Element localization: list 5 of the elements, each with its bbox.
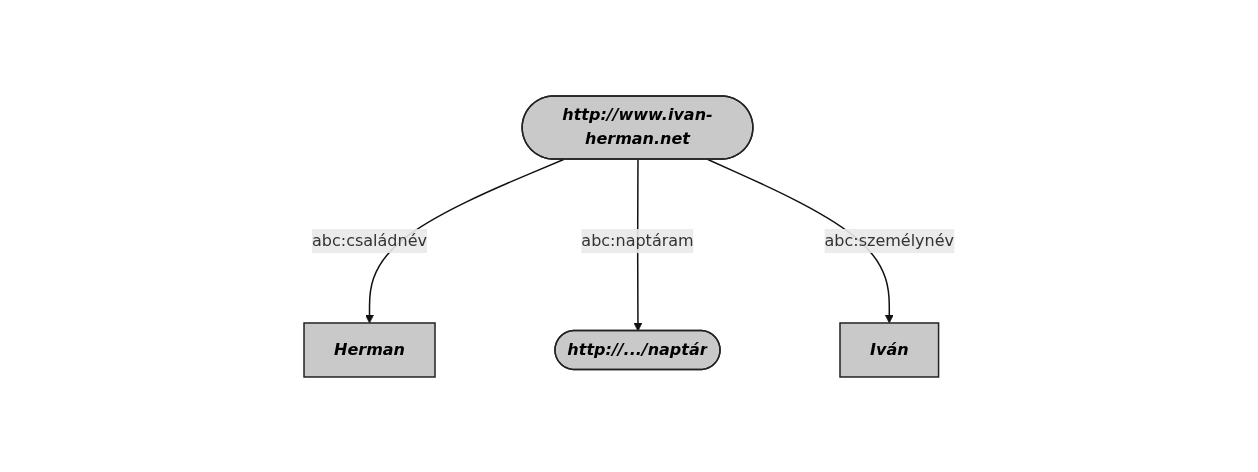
edge-label: abc:családnév (312, 230, 427, 250)
node-box: Herman (303, 321, 436, 378)
node-box: Iván (839, 321, 940, 378)
edge-label: abc:naptáram (581, 230, 694, 250)
edge-label: abc:személynév (824, 230, 955, 250)
